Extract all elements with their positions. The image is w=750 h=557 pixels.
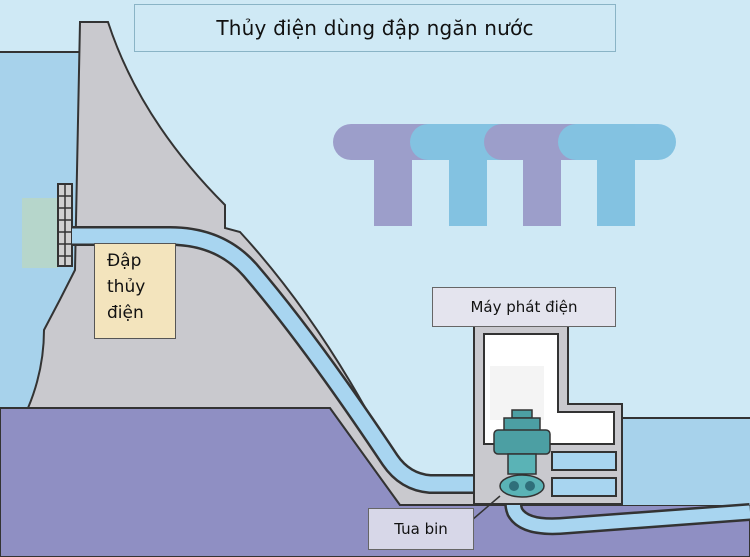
penstock-water [72, 228, 505, 492]
dam-label-line-3: điện [107, 303, 144, 323]
control-panel-lower [551, 477, 617, 497]
watermark-logo [333, 124, 676, 226]
generator-icon [493, 409, 551, 475]
diagram-title: Thủy điện dùng đập ngăn nước [134, 4, 616, 52]
dam-label-line-1: Đập [107, 251, 142, 271]
generator-label: Máy phát điện [432, 287, 616, 327]
dam-label-line-2: thủy [107, 277, 146, 297]
turbine-label: Tua bin [368, 508, 474, 550]
watermark-letter-4 [558, 124, 676, 226]
tailrace-water [622, 418, 750, 505]
intake-grate [22, 183, 73, 268]
turbine-icon [499, 474, 545, 498]
turbine-pointer [471, 495, 501, 521]
dam-label: Đập thủy điện [94, 243, 176, 339]
control-panel-upper [551, 451, 617, 471]
